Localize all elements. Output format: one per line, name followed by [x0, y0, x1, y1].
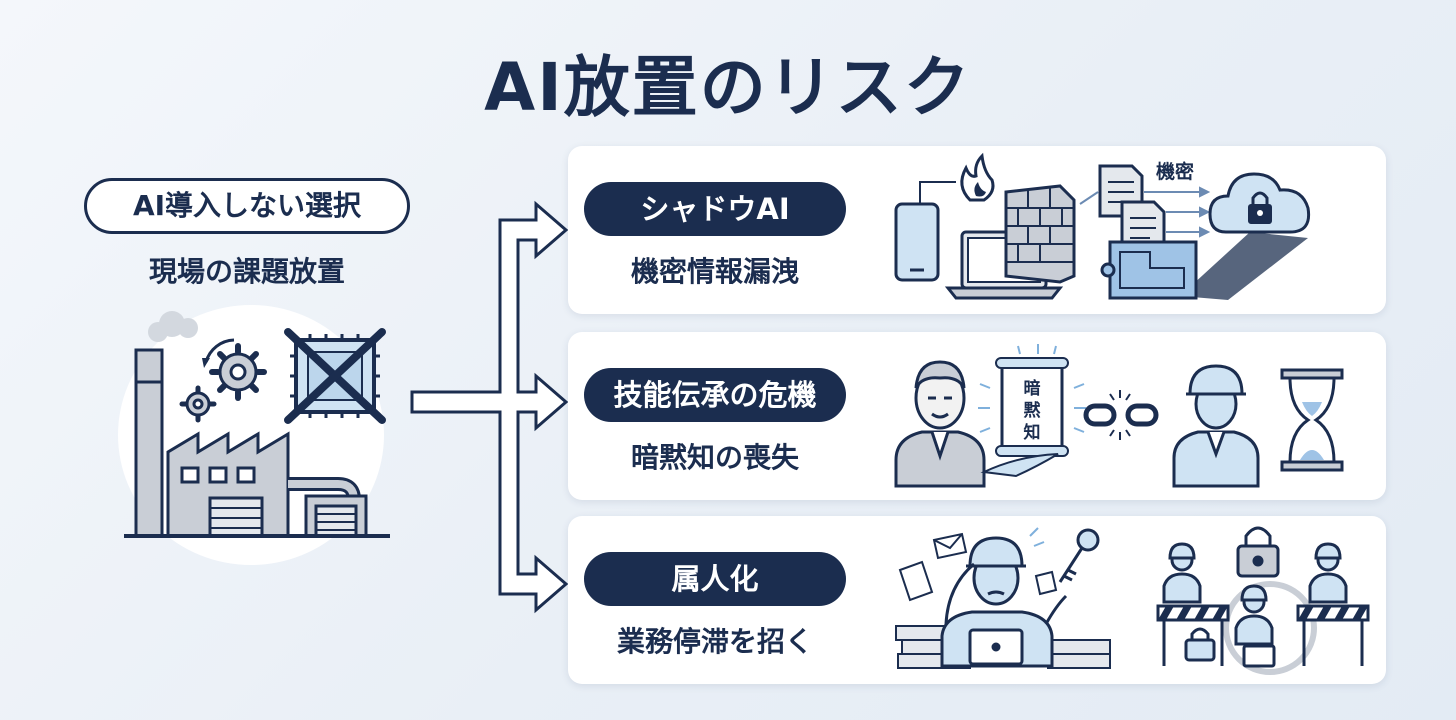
ai-chip-crossed-icon [284, 328, 386, 424]
scroll-icon: 暗 黙 知 [978, 344, 1086, 478]
branch-connector [410, 200, 569, 614]
barrier-icon [1156, 604, 1370, 666]
risk-card-dependency: 属人化 業務停滞を招く [568, 516, 1386, 684]
padlock-icon [1236, 526, 1280, 578]
document-icon [1098, 164, 1166, 252]
scroll-char-3: 知 [1023, 422, 1041, 443]
main-arrow-shaft [410, 200, 569, 614]
padlock-icon-small [1184, 627, 1216, 662]
confidential-label: 機密 [1156, 160, 1194, 183]
skill-transfer-subtitle: 暗黙知の喪失 [630, 441, 799, 474]
factory-building-icon [124, 431, 390, 538]
no-ai-choice-pill: AI導入しない選択 [84, 178, 410, 234]
page-title: AI放置のリスク [484, 49, 972, 126]
stressed-worker-icon [940, 536, 1068, 668]
skill-transfer-illustration: 暗 黙 知 [894, 344, 1344, 488]
cloud-lock-icon [1208, 172, 1311, 234]
firewall-icon [1004, 184, 1076, 284]
smartphone-icon [894, 202, 940, 282]
hourglass-icon [1280, 368, 1344, 472]
chimney-icon [134, 348, 164, 538]
scroll-char-1: 暗 [1024, 378, 1041, 399]
young-worker-icon [1172, 364, 1260, 488]
dependency-subtitle: 業務停滞を招く [616, 625, 813, 658]
dependency-pill: 属人化 [584, 552, 846, 606]
shadow-ai-subtitle: 機密情報漏洩 [630, 255, 799, 288]
risk-card-skill-transfer: 技能伝承の危機 暗黙知の喪失 暗 黙 知 [568, 332, 1386, 500]
smoke-icon [148, 311, 198, 342]
risk-card-shadow-ai: シャドウAI 機密情報漏洩 機密 [568, 146, 1386, 314]
gear-icon [179, 343, 267, 423]
blueprint-icon [1100, 240, 1198, 300]
fire-icon [960, 152, 995, 202]
dependency-illustration [895, 526, 1370, 675]
shadow-ai-illustration: 機密 [894, 152, 1311, 300]
scroll-char-2: 黙 [1024, 401, 1042, 421]
team-workers-icon [1162, 526, 1348, 675]
shadow-ai-pill: シャドウAI [584, 182, 846, 236]
factory-illustration [124, 311, 390, 538]
elder-worker-icon [894, 360, 986, 488]
envelope-icon [932, 532, 968, 560]
key-icon [1058, 528, 1100, 583]
flying-paper-icon [898, 560, 934, 602]
skill-transfer-pill: 技能伝承の危機 [584, 368, 846, 422]
broken-chain-icon [1083, 390, 1159, 440]
neglected-issues-label: 現場の課題放置 [148, 255, 345, 288]
